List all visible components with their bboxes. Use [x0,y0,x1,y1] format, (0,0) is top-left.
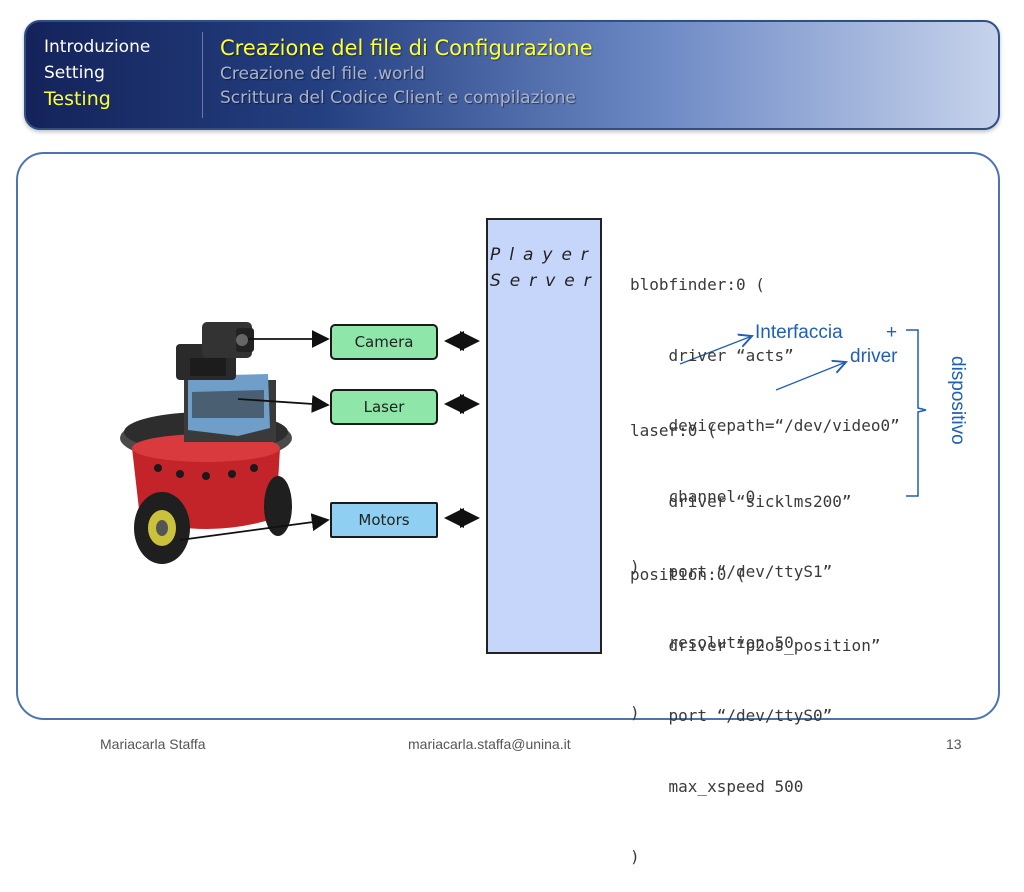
subtitle-world-file: Creazione del file .world [220,64,425,84]
config-line: resolution 50 [630,632,794,652]
page-number: 13 [946,736,962,752]
diagram-connectors [179,329,927,541]
footer-email[interactable]: mariacarla.staffa@unina.it [408,736,571,752]
config-line: devicepath=“/dev/video0” [630,416,900,435]
config-line: laser:0 ( [630,421,717,440]
subtitle-client-code: Scrittura del Codice Client e compilazio… [220,88,576,108]
config-line: ) [630,703,640,722]
annotation-dispositivo: dispositivo [947,356,968,445]
nav-item-testing[interactable]: Testing [44,88,111,110]
header-titles: Creazione del file di Configurazione Cre… [220,34,593,110]
config-line: driver “sicklms200” [630,491,852,511]
config-laser: laser:0 ( driver “sicklms200” port “/dev… [630,372,852,748]
config-line: ) [630,557,640,576]
config-line: channel 0 [630,486,756,506]
annotation-plus: + [886,322,898,343]
motors-arrow [179,513,330,541]
nav-item-introduzione[interactable]: Introduzione [44,37,151,57]
annotation-interfaccia: Interfaccia [755,322,843,343]
motors-box: Motors [330,502,438,538]
laser-box: Laser [330,389,438,425]
config-line: port “/dev/ttyS0” [630,706,833,725]
nav-item-setting[interactable]: Setting [44,63,105,83]
header-divider [202,32,203,118]
bracket [906,329,927,497]
footer-author: Mariacarla Staffa [100,736,206,752]
player-server-box: Player Server [486,218,602,654]
config-line: position:0 ( [630,565,746,584]
camera-box: Camera [330,324,438,360]
camera-label: Camera [354,333,414,351]
laser-arrow [237,394,330,413]
laser-label: Laser [363,398,405,416]
driver-pointer [775,362,846,391]
annotation-driver: driver [850,346,898,367]
config-position: position:0 ( driver “p2os_position” port… [630,516,880,892]
config-line: driver “acts” [630,345,794,365]
player-server-label: Player Server [490,245,600,291]
robot-illustration [120,322,292,564]
config-line: ) [630,847,640,866]
slide-title: Creazione del file di Configurazione [220,36,593,60]
config-line: blobfinder:0 ( [630,275,765,294]
header-banner: Introduzione Setting Testing Creazione d… [24,20,1000,130]
config-line: driver “p2os_position” [630,635,881,655]
interfaccia-pointer [679,336,752,365]
config-blobfinder: blobfinder:0 ( driver “acts” devicepath=… [630,226,900,602]
section-nav: Introduzione Setting Testing [44,34,150,112]
config-line: port “/dev/ttyS1” [630,562,833,581]
motors-label: Motors [358,511,410,529]
config-line: max_xspeed 500 [630,776,804,796]
